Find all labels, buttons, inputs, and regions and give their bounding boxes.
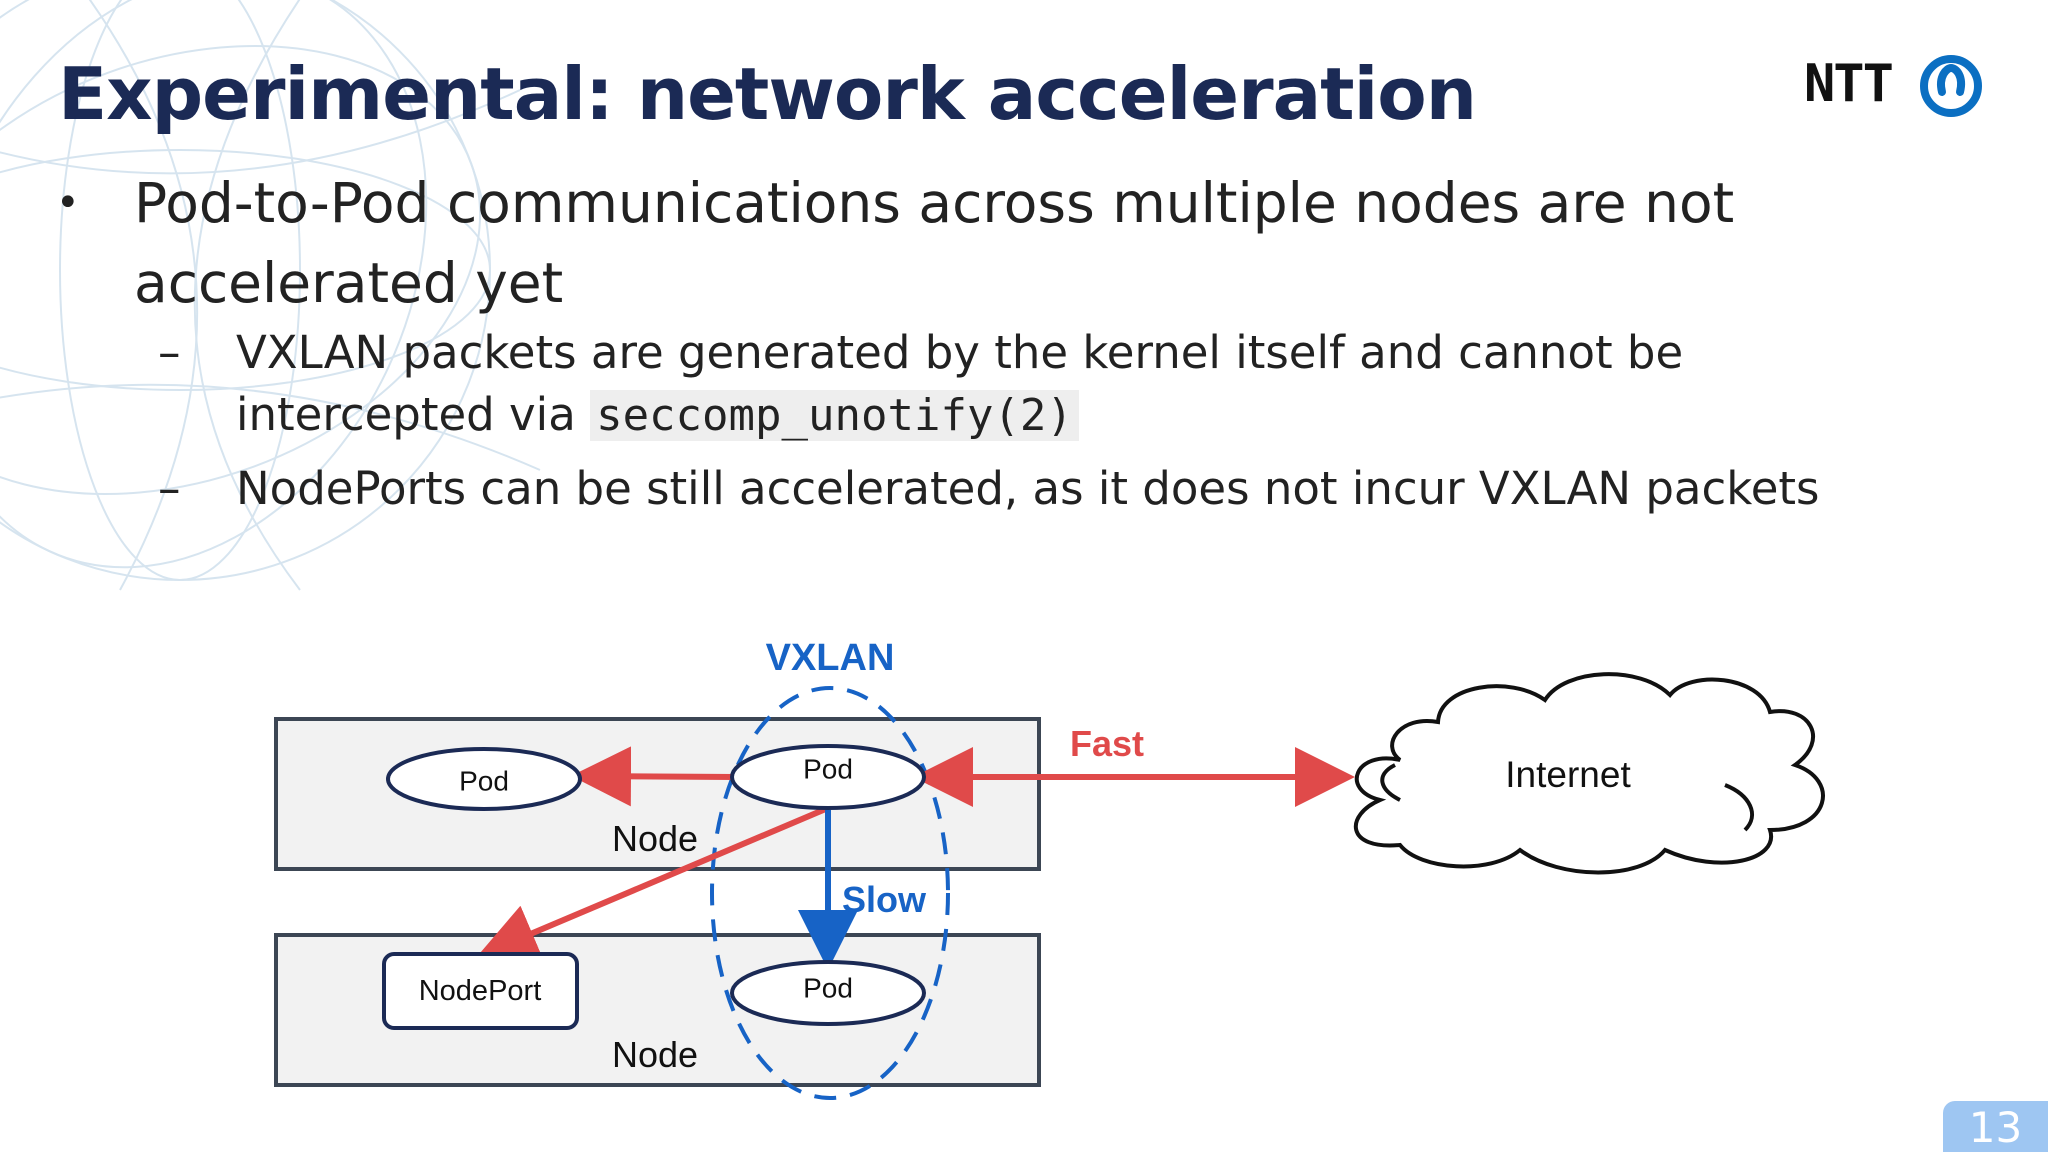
nodeport-label: NodePort — [419, 975, 542, 1007]
page-title: Experimental: network acceleration — [58, 52, 1477, 136]
pod-bottom-center — [730, 960, 926, 1026]
bullet-dot: • — [56, 180, 80, 226]
pod-top-left — [386, 747, 582, 811]
pod-top-center — [730, 744, 926, 810]
sub-bullet-text-part: VXLAN packets are generated by the kerne… — [236, 326, 1684, 441]
cloud-inner-curl — [1380, 763, 1401, 802]
node-top-label: Node — [612, 818, 698, 859]
sub-bullet-text: VXLAN packets are generated by the kerne… — [236, 322, 1916, 447]
pod-top-center-label: Pod — [803, 753, 853, 784]
bullet-text: Pod-to-Pod communications across multipl… — [134, 171, 1735, 315]
sub-bullet-dash: – — [158, 462, 181, 515]
sub-bullet-text: NodePorts can be still accelerated, as i… — [236, 462, 1820, 515]
arrow-pod-to-nodeport — [476, 805, 830, 961]
pod-top-left-label: Pod — [459, 765, 509, 796]
sub-bullet-dash: – — [158, 326, 181, 379]
internet-label: Internet — [1505, 754, 1631, 795]
pod-bottom-center-label: Pod — [803, 972, 853, 1003]
ntt-swirl-icon — [1920, 55, 1982, 117]
vxlan-label: VXLAN — [766, 637, 895, 679]
internet-cloud — [1353, 672, 1825, 875]
page-number: 13 — [1943, 1101, 2048, 1152]
vxlan-boundary — [710, 686, 950, 1100]
background-globe — [0, 0, 541, 591]
cloud-inner-curl — [1724, 783, 1755, 832]
logo-text: NTT — [1804, 54, 1894, 114]
node-bottom-label: Node — [612, 1034, 698, 1075]
code-snippet: seccomp_unotify(2) — [590, 390, 1079, 441]
ntt-logo: NTT — [1802, 52, 1992, 124]
slow-label: Slow — [842, 879, 927, 920]
arrow-pod-to-pod-local — [571, 746, 736, 807]
nodeport-box — [382, 952, 579, 1030]
fast-label: Fast — [1070, 723, 1144, 764]
